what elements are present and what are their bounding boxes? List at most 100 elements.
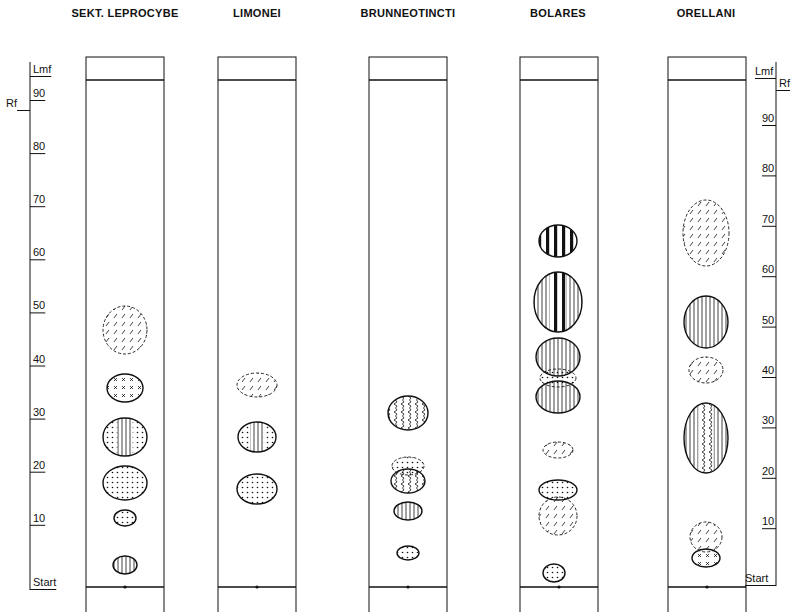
axis-tick (17, 110, 30, 111)
spot-fill (107, 374, 143, 402)
tlc-plate (86, 57, 164, 612)
axis-label: Rf (6, 98, 17, 109)
spot-fill (536, 381, 580, 413)
axis-label: 40 (762, 365, 774, 376)
chromatogram-spot (103, 466, 147, 500)
chromatogram-spot (103, 418, 147, 456)
axis-label: 50 (33, 300, 45, 311)
front-line (668, 79, 746, 80)
spot-outline (391, 469, 425, 493)
spot-outline (113, 556, 137, 574)
spot-outline (107, 374, 143, 402)
chromatogram-spot (692, 549, 720, 567)
column-title: BRUNNEOTINCTI (361, 8, 456, 19)
spot-fill (539, 225, 577, 257)
axis-tick (30, 100, 45, 101)
spot-outline (539, 497, 577, 535)
axis-label: 60 (33, 247, 45, 258)
axis-tick (30, 259, 45, 260)
spot-outline (684, 296, 728, 348)
spot-band (250, 422, 263, 452)
axis-label: 40 (33, 354, 45, 365)
spot-outline (103, 306, 147, 354)
spot-outline (394, 502, 422, 520)
axis-tick (762, 226, 776, 227)
spot-outline (534, 272, 582, 332)
spot-fill (692, 549, 720, 567)
axis-tick (30, 472, 45, 473)
axis-label: 70 (762, 214, 774, 225)
rf-axes (17, 62, 790, 590)
spot-outline (388, 396, 428, 430)
spot-outline (684, 403, 728, 473)
spot-fill (689, 357, 723, 383)
axis-tick (30, 419, 45, 420)
start-line (86, 586, 164, 587)
plate-outline (86, 57, 164, 612)
chromatogram-spot (238, 422, 276, 452)
chromatogram-spot (543, 442, 573, 458)
spot-band (698, 403, 713, 473)
chromatogram-spot (397, 546, 419, 560)
chromatogram-spot (391, 469, 425, 493)
front-line (218, 79, 296, 80)
axis-label: 80 (762, 163, 774, 174)
front-line (369, 79, 447, 80)
start-point (705, 585, 708, 588)
spot-fill (683, 200, 729, 266)
chromatogram-spot (683, 200, 729, 266)
column-title: SEKT. LEPROCYBE (71, 8, 178, 19)
column-title: BOLARES (530, 8, 586, 19)
axis-label: Start (745, 573, 768, 584)
start-line (369, 586, 447, 587)
start-point (406, 585, 409, 588)
axis-tick (776, 90, 790, 91)
axis-tick (762, 327, 776, 328)
column-title: ORELLANI (677, 8, 736, 19)
spot-fill (103, 466, 147, 500)
plate-outline (218, 57, 296, 612)
axis-tick (30, 153, 45, 154)
chromatogram-spot (684, 403, 728, 473)
tlc-plate (369, 57, 447, 612)
axis-label: 10 (33, 513, 45, 524)
axis-tick (745, 585, 776, 586)
chromatogram-spot (394, 502, 422, 520)
chromatogram-spot (543, 564, 565, 582)
axis-label: 80 (33, 141, 45, 152)
spot-fill (684, 403, 728, 473)
spot-outline (543, 442, 573, 458)
spot-fill (397, 546, 419, 560)
spot-band (550, 272, 567, 332)
axis-label: Lmf (755, 66, 773, 77)
chromatogram-spot (114, 510, 136, 526)
chromatogram-spot (534, 272, 582, 332)
spot-outline (238, 422, 276, 452)
axis-tick (30, 589, 56, 590)
plate-outline (369, 57, 447, 612)
axis-tick (762, 528, 776, 529)
spot-fill (113, 556, 137, 574)
axis-tick (762, 175, 776, 176)
spot-band (250, 422, 263, 452)
start-point (557, 585, 560, 588)
axis-label: 30 (762, 415, 774, 426)
spot-outline (536, 381, 580, 413)
front-line (520, 79, 598, 80)
spot-outline (683, 200, 729, 266)
spot-outline (543, 564, 565, 582)
tlc-plate (668, 57, 746, 612)
spot-outline (103, 418, 147, 456)
axis-label: Rf (779, 78, 790, 89)
spot-fill (684, 296, 728, 348)
axis-tick (30, 206, 45, 207)
axis-label: 60 (762, 264, 774, 275)
spot-band (117, 418, 132, 456)
chromatogram-spot (388, 396, 428, 430)
axis-label: 90 (762, 113, 774, 124)
chromatogram-spot (684, 296, 728, 348)
axis-tick (762, 276, 776, 277)
spot-band (117, 418, 132, 456)
axis-tick (762, 427, 776, 428)
